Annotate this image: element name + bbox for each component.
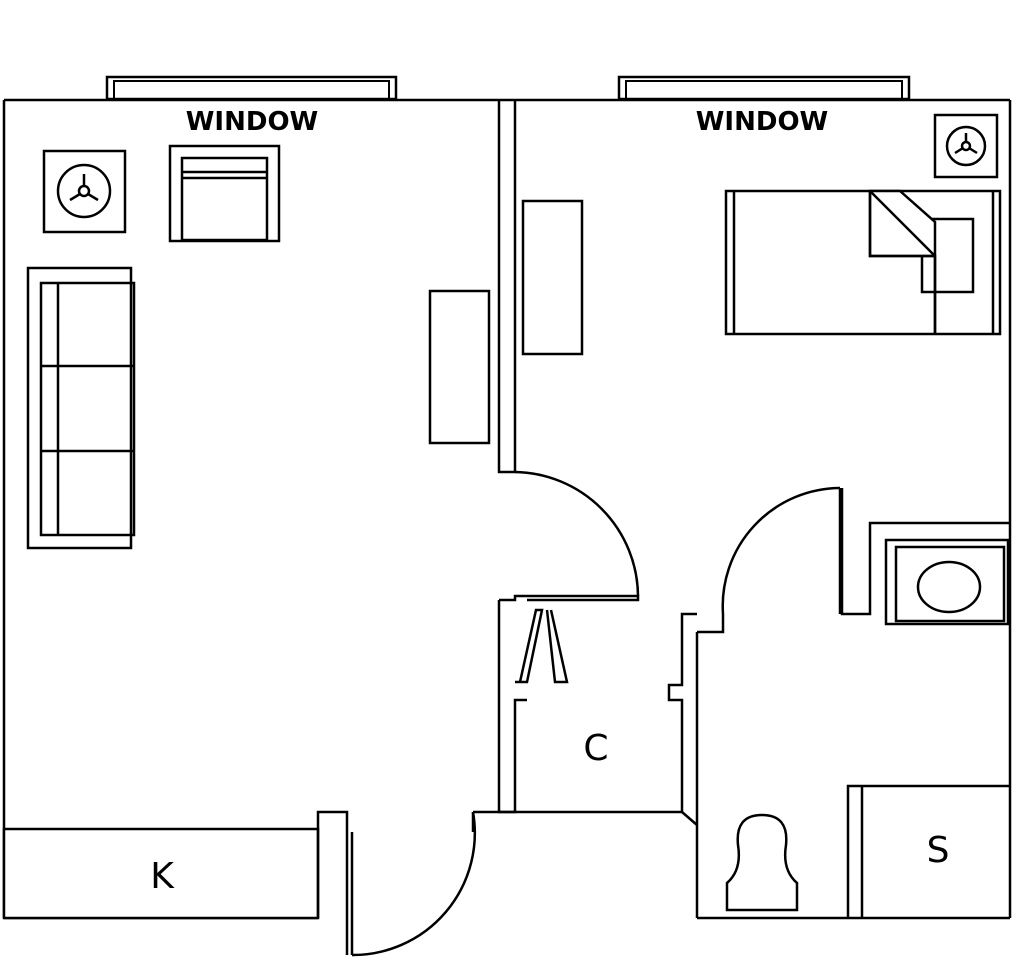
window-right <box>617 75 911 101</box>
fan-icon-living <box>42 149 127 234</box>
interior-walls <box>2 100 1010 955</box>
window-right-label: WINDOW <box>696 107 828 137</box>
shower-label: S <box>927 830 950 871</box>
kitchen-label: K <box>150 856 175 897</box>
bed <box>724 189 1002 336</box>
sink <box>884 538 1010 626</box>
window-left-label: WINDOW <box>186 107 318 137</box>
closet-bifold-door <box>515 608 569 684</box>
window-left <box>105 75 398 101</box>
dresser <box>521 199 584 356</box>
bathroom-door <box>721 486 842 615</box>
fan-icon-bedroom <box>933 113 999 179</box>
armchair <box>168 144 281 243</box>
bedroom-door <box>514 470 640 597</box>
toilet <box>725 813 799 912</box>
tv-stand <box>428 289 491 445</box>
sofa <box>26 266 136 550</box>
closet-label: C <box>583 728 608 769</box>
entry-door <box>351 811 477 957</box>
